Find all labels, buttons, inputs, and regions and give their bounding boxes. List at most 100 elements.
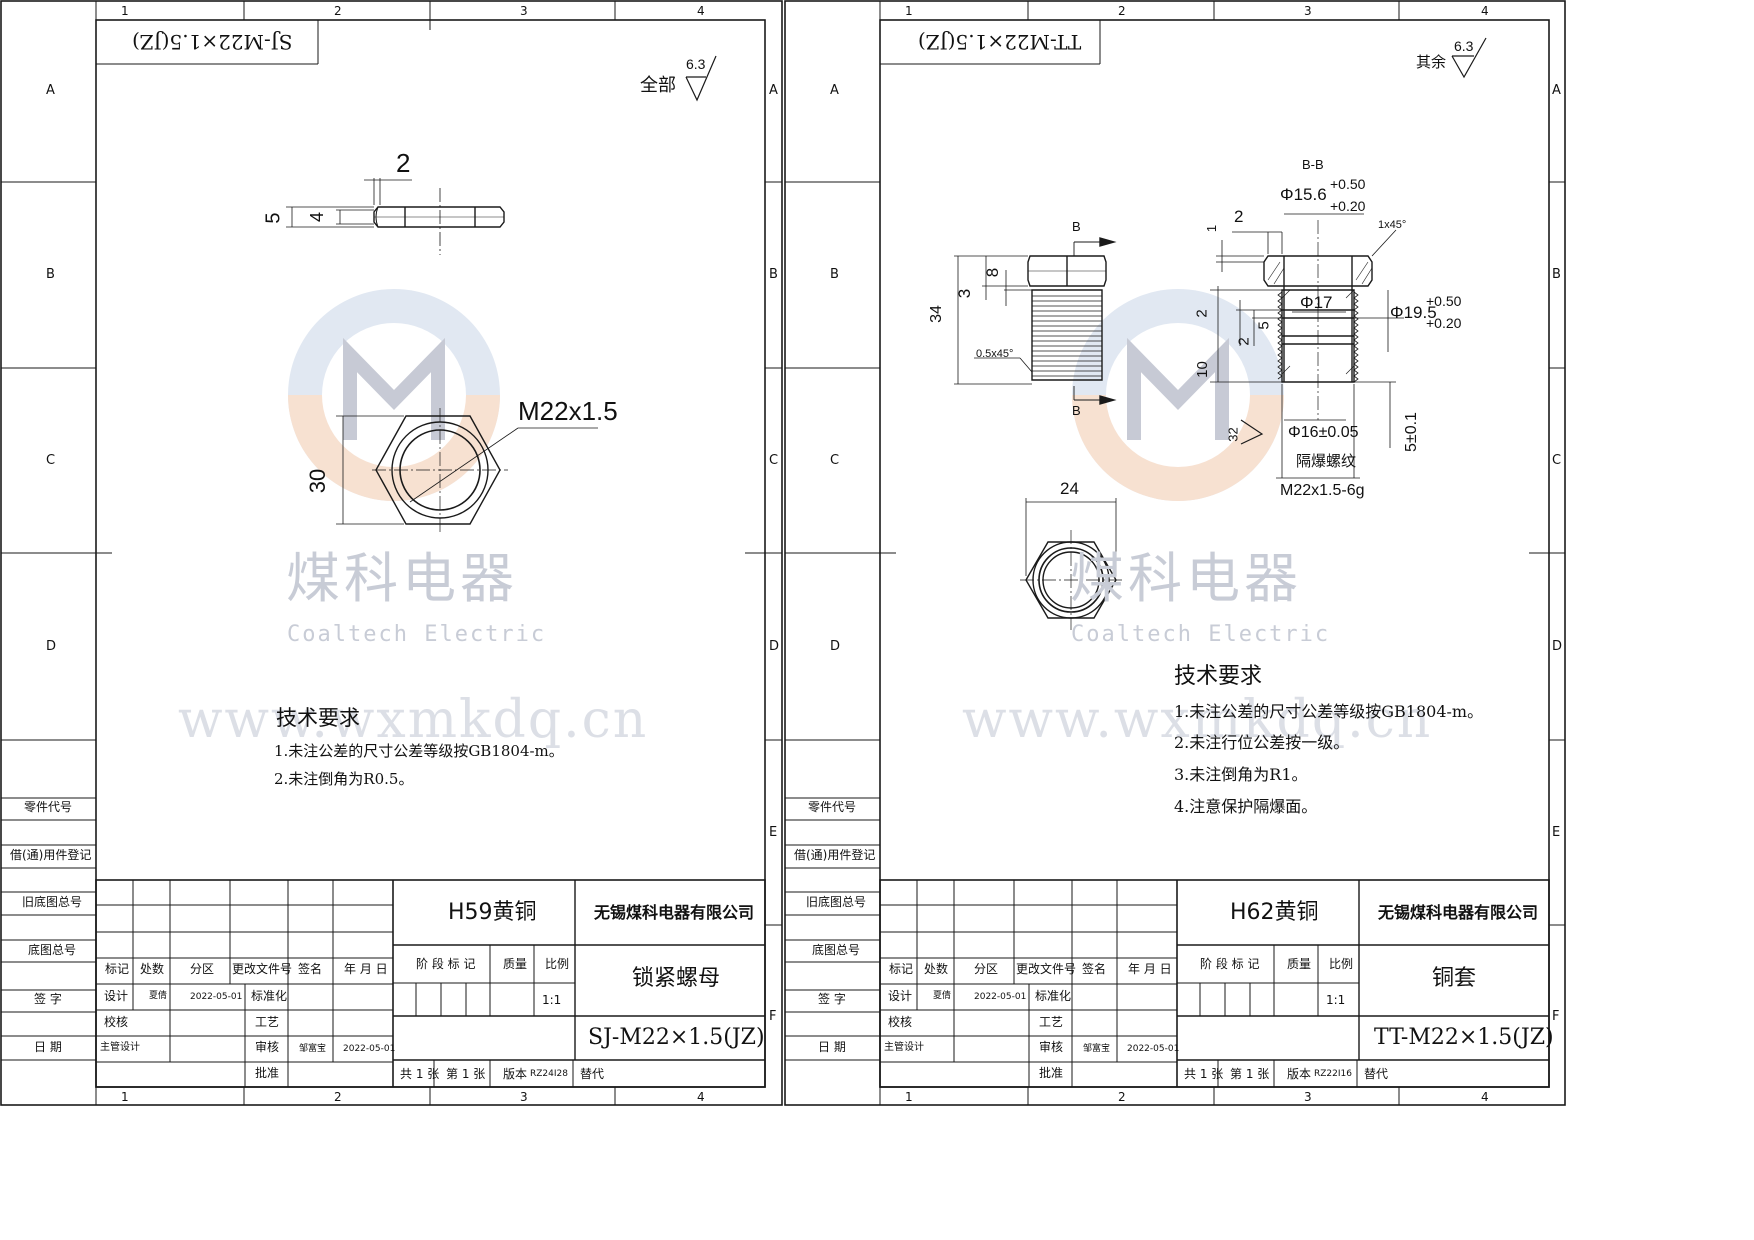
tb-designer: 夏倩	[933, 991, 952, 1001]
dim-od-195-upper: +0.50	[1426, 293, 1462, 309]
tb-r-approve: 批准	[1039, 1066, 1064, 1080]
tech-item: 2.未注倒角为R0.5。	[274, 770, 414, 788]
dim-bore-156: Φ15.6	[1280, 185, 1327, 204]
watermark-cn: 煤科电器	[1070, 549, 1302, 609]
dim-2: 2	[1234, 207, 1244, 226]
roughness-prefix: 全部	[640, 75, 676, 96]
tb-r-approve: 批准	[255, 1066, 280, 1080]
tb-material: H62黄铜	[1230, 900, 1319, 925]
row-label: A	[46, 83, 55, 98]
section-view	[1210, 213, 1404, 479]
row-label: D	[46, 639, 57, 654]
tb-h-stage: 阶 段 标 记	[1200, 957, 1260, 971]
tb-sheet-no: 第 1 张	[446, 1067, 486, 1081]
col-label: 1	[905, 4, 913, 18]
tech-item: 1.未注公差的尺寸公差等级按GB1804-m。	[1174, 702, 1484, 721]
tb-review-date: 2022-05-01	[1127, 1044, 1180, 1054]
watermark-logo	[1072, 289, 1284, 501]
tb-h-scale: 比例	[1329, 957, 1354, 971]
tb-r-review: 审核	[255, 1040, 280, 1054]
tb-h-change: 更改文件号	[1016, 962, 1077, 976]
tb-h-count: 处数	[140, 962, 165, 976]
tb-r-std: 标准化	[1035, 989, 1072, 1003]
col-label: 4	[697, 4, 705, 18]
tb-r-check: 校核	[104, 1015, 129, 1029]
col-label: 1	[121, 4, 129, 18]
dim-chamfer-05: 0.5x45°	[976, 348, 1014, 360]
side-label-part-code: 零件代号	[808, 800, 857, 814]
tb-drawing-no: SJ-M22×1.5(JZ)	[588, 1025, 765, 1050]
row-label: D	[1552, 639, 1563, 654]
tb-r-chief: 主管设计	[884, 1042, 924, 1053]
tb-version-label: 版本	[503, 1067, 528, 1081]
tb-material: H59黄铜	[448, 900, 537, 925]
tb-h-mark: 标记	[105, 962, 130, 976]
tb-h-mass: 质量	[1287, 957, 1312, 971]
tb-h-date: 年 月 日	[344, 962, 388, 976]
watermark-url: www.wxmkdq.cn	[178, 690, 649, 750]
dim-2-groove-b: 2	[1235, 337, 1253, 346]
col-label: 2	[334, 4, 342, 18]
watermark-cn: 煤科电器	[286, 549, 518, 609]
watermark-en: Coaltech Electric	[1071, 622, 1331, 647]
dim-thickness-2: 2	[396, 148, 411, 178]
tb-version: RZ24I28	[530, 1069, 568, 1079]
side-label-borrow: 借(通)用件登记	[794, 848, 876, 862]
row-label: C	[46, 453, 56, 468]
tech-title: 技术要求	[1174, 664, 1263, 689]
tb-design-date: 2022-05-01	[974, 992, 1027, 1002]
dim-bore-156-upper: +0.50	[1330, 176, 1366, 192]
tb-h-zone: 分区	[974, 962, 999, 976]
dim-5-groove: 5	[1255, 321, 1273, 330]
watermark-url: www.wxmkdq.cn	[962, 690, 1433, 750]
tb-h-zone: 分区	[190, 962, 215, 976]
tb-h-sign: 签名	[1082, 962, 1107, 976]
section-mark-b-top: B	[1072, 219, 1081, 234]
dim-thread-spec: M22x1.5-6g	[1280, 482, 1365, 499]
tb-replace: 替代	[580, 1067, 605, 1081]
col-label: 1	[121, 1090, 129, 1104]
tb-version-label: 版本	[1287, 1067, 1312, 1081]
tb-h-change: 更改文件号	[232, 962, 293, 976]
tb-h-mark: 标记	[889, 962, 914, 976]
row-label: B	[1552, 267, 1561, 282]
row-label: D	[769, 639, 780, 654]
dim-chamfer-1x45: 1x45°	[1378, 219, 1407, 231]
drawing-code-mirrored: SJ-M22×1.5(JZ)	[132, 30, 293, 54]
watermark-logo	[288, 289, 500, 501]
section-hatch	[1267, 261, 1373, 375]
tb-r-design: 设计	[888, 989, 913, 1003]
col-label: 1	[905, 1090, 913, 1104]
tb-part-name: 铜套	[1432, 966, 1477, 991]
side-label-base: 底图总号	[812, 943, 861, 957]
thread-lines	[1032, 295, 1102, 377]
tb-company: 无锡煤科电器有限公司	[594, 903, 755, 922]
tb-sheets-total: 共 1 张	[400, 1067, 440, 1081]
row-label: B	[830, 267, 839, 282]
col-label: 2	[1118, 4, 1126, 18]
dim-roughness-32: 32	[1225, 427, 1241, 442]
col-label: 3	[520, 1090, 528, 1104]
side-label-old-base: 旧底图总号	[806, 895, 867, 909]
tb-r-craft: 工艺	[255, 1015, 280, 1029]
tb-h-sign: 签名	[298, 962, 323, 976]
tb-h-mass: 质量	[503, 957, 528, 971]
col-label: 4	[1481, 4, 1489, 18]
side-label-date: 日 期	[34, 1040, 62, 1054]
dim-2-groove: 2	[1193, 309, 1211, 318]
row-label: C	[1552, 453, 1562, 468]
tb-scale: 1:1	[1326, 993, 1346, 1007]
row-label: C	[769, 453, 779, 468]
col-label: 2	[1118, 1090, 1126, 1104]
row-label: A	[1552, 83, 1561, 98]
row-label: B	[769, 267, 778, 282]
dim-thread: M22x1.5	[518, 396, 618, 426]
row-label: F	[769, 1009, 777, 1024]
tb-scale: 1:1	[542, 993, 562, 1007]
col-label: 4	[1481, 1090, 1489, 1104]
col-label: 3	[1304, 1090, 1312, 1104]
tb-replace: 替代	[1364, 1067, 1389, 1081]
col-label: 3	[1304, 4, 1312, 18]
tb-h-stage: 阶 段 标 记	[416, 957, 476, 971]
dim-10: 10	[1193, 361, 1211, 378]
